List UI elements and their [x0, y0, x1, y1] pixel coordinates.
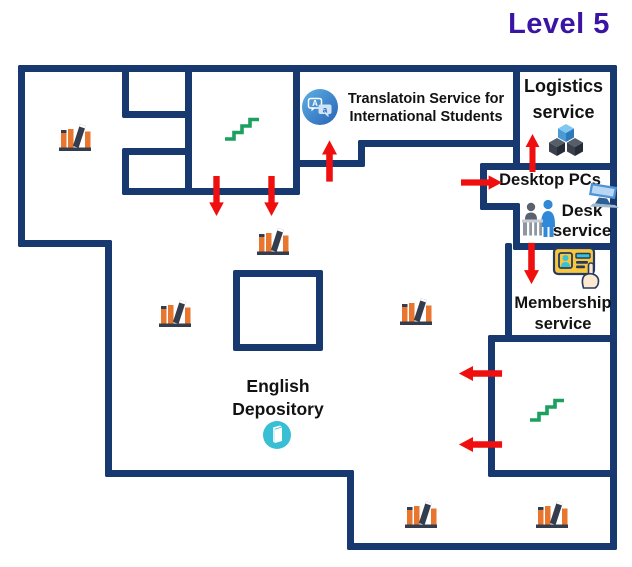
wall: [18, 65, 617, 72]
monitor-icon: [585, 182, 623, 208]
wall: [488, 335, 617, 342]
wall: [480, 163, 487, 210]
wall: [185, 65, 192, 195]
translation-label-line1: Translatoin Service for: [347, 91, 505, 107]
translation-label-line2: International Students: [349, 109, 503, 125]
english-label-line1: English: [246, 376, 310, 396]
service-desk-icon: [522, 198, 562, 238]
membership-label-line1: Membership: [514, 294, 612, 312]
arrow-up-icon: [525, 134, 540, 172]
wall: [347, 470, 354, 550]
wall: [105, 470, 354, 477]
wall: [122, 150, 129, 195]
bookshelf-icon: [157, 297, 193, 328]
wall: [480, 163, 617, 170]
central-square-block: [233, 270, 323, 351]
bookshelf-icon: [403, 498, 439, 529]
wall: [122, 65, 129, 117]
english-depository-label: English Depository: [220, 375, 336, 421]
arrow-left-icon: [458, 366, 503, 381]
bookshelf-icon: [255, 225, 291, 256]
arrow-down-icon: [524, 241, 539, 286]
logistics-label-line1: Logistics: [523, 76, 603, 96]
svg-text:a: a: [323, 105, 328, 114]
membership-label-line2: service: [534, 315, 592, 333]
bookshelf-icon: [57, 121, 93, 152]
stairs-icon: [527, 393, 567, 423]
logistics-label-line2: service: [532, 102, 595, 122]
logistics-service-label: Logistics service: [516, 73, 611, 125]
cubes-icon: [546, 122, 586, 158]
wall: [122, 148, 190, 155]
arrow-down-icon: [209, 176, 224, 216]
wall: [105, 240, 112, 477]
wall: [122, 188, 300, 195]
page-title: Level 5: [508, 8, 610, 40]
wall: [488, 335, 495, 477]
desk-label-line2: service: [552, 221, 612, 240]
english-label-line2: Depository: [232, 399, 324, 419]
wall: [293, 65, 300, 195]
wall: [347, 543, 617, 550]
wall: [610, 65, 617, 550]
membership-service-label: Membership service: [510, 293, 616, 335]
id-card-icon: [552, 244, 602, 290]
wall: [122, 111, 190, 118]
wall: [18, 240, 112, 247]
wall: [480, 203, 520, 210]
wall: [513, 65, 520, 170]
wall: [505, 243, 512, 342]
arrow-down-icon: [264, 176, 279, 216]
wall: [18, 65, 25, 247]
bookshelf-icon: [398, 295, 434, 326]
wall: [358, 140, 365, 167]
desktop-pcs-label: Desktop PCs: [499, 171, 601, 189]
wall: [358, 140, 520, 147]
wall: [513, 243, 617, 250]
translation-service-label: Translatoin Service for International St…: [336, 90, 516, 126]
arrow-right-icon: [461, 175, 502, 190]
arrow-left-icon: [458, 437, 503, 452]
book-circle-icon: [262, 420, 292, 450]
wall: [513, 203, 520, 250]
translate-icon: A a: [301, 88, 339, 126]
bookshelf-icon: [534, 498, 570, 529]
stairs-icon: [222, 112, 262, 142]
wall: [488, 470, 617, 477]
arrow-up-icon: [322, 140, 337, 182]
svg-text:A: A: [312, 99, 318, 108]
